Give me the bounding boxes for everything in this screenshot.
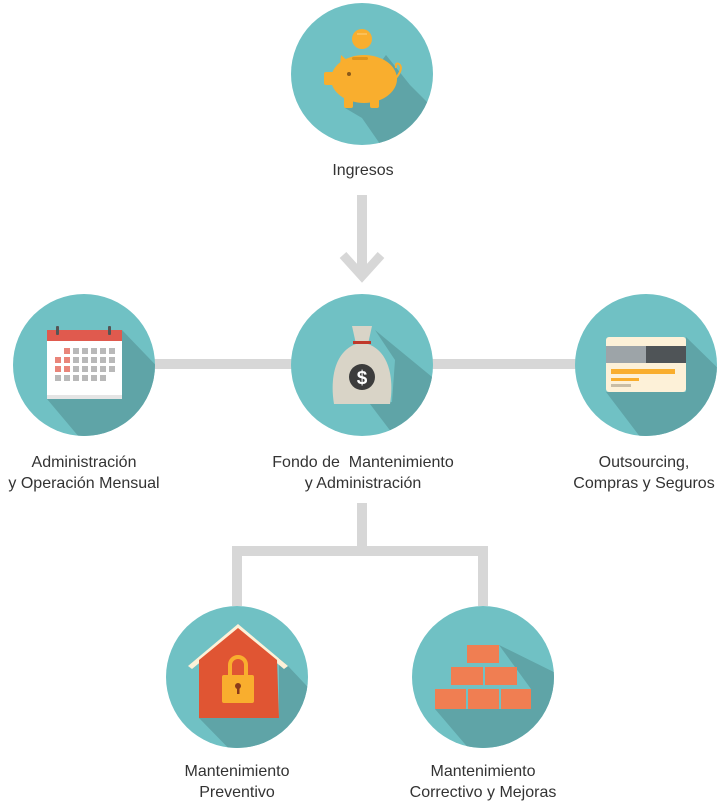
calendar-day-cell (91, 375, 97, 381)
bricks-icon (435, 645, 531, 709)
credit-card-icon (606, 337, 686, 392)
calendar-day-cell (91, 366, 97, 372)
node-ingresos (291, 3, 433, 145)
calendar-day-cell (55, 357, 61, 363)
calendar-day-cell (55, 375, 61, 381)
calendar-day-cell (73, 366, 79, 372)
label-correctivo-line-2: Correctivo y Mejoras (409, 784, 557, 801)
node-fondo: $ (291, 294, 433, 436)
label-outsourcing-line-2: Compras y Seguros (573, 475, 715, 492)
calendar-day-cell (109, 366, 115, 372)
label-preventivo: Mantenimiento Preventivo (185, 761, 290, 803)
long-shadow (370, 330, 433, 436)
calendar-day-cell (73, 357, 79, 363)
arrow-head-down (339, 251, 385, 283)
calendar-day-cell (82, 366, 88, 372)
label-administracion-line-2: y Operación Mensual (8, 475, 160, 492)
calendar-day-cell (82, 348, 88, 354)
calendar-day-cell (73, 348, 79, 354)
label-outsourcing: Outsourcing, Compras y Seguros (573, 452, 714, 494)
connectors (154, 195, 576, 606)
label-correctivo-line-1: Mantenimiento (430, 763, 536, 780)
calendar-day-cell (55, 366, 61, 372)
calendar-day-cell (82, 357, 88, 363)
calendar-day-cell (64, 357, 70, 363)
label-preventivo-line-2: Preventivo (199, 784, 275, 801)
label-fondo-line-1: Fondo de Mantenimiento (272, 454, 454, 471)
connector-branch (232, 546, 488, 606)
node-correctivo (412, 606, 554, 748)
calendar-day-cell (64, 348, 70, 354)
piggy-bank-icon (324, 29, 402, 108)
calendar-day-cell (109, 348, 115, 354)
calendar-day-cell (100, 348, 106, 354)
label-fondo: Fondo de Mantenimiento y Administración (272, 452, 453, 494)
calendar-day-cell (109, 357, 115, 363)
calendar-day-cell (64, 375, 70, 381)
node-preventivo (166, 606, 308, 748)
label-fondo-line-2: y Administración (304, 475, 422, 492)
money-symbol: $ (357, 368, 368, 389)
label-ingresos: Ingresos (332, 160, 393, 181)
calendar-day-cell (73, 375, 79, 381)
calendar-day-cell (64, 366, 70, 372)
calendar-day-cell (91, 348, 97, 354)
calendar-day-cell (91, 357, 97, 363)
house-lock-icon (188, 624, 288, 718)
long-shadow (435, 645, 554, 748)
label-outsourcing-line-1: Outsourcing, (598, 454, 690, 471)
calendar-day-cell (100, 375, 106, 381)
label-preventivo-line-1: Mantenimiento (184, 763, 290, 780)
node-administracion (13, 294, 155, 436)
label-ingresos-line-1: Ingresos (332, 162, 394, 179)
label-correctivo: Mantenimiento Correctivo y Mejoras (410, 761, 557, 803)
calendar-day-cell (100, 366, 106, 372)
node-outsourcing (575, 294, 717, 436)
label-administracion-line-1: Administración (31, 454, 137, 471)
calendar-day-cell (100, 357, 106, 363)
money-bag-icon: $ (332, 326, 392, 404)
calendar-icon (47, 326, 122, 399)
label-administracion: Administración y Operación Mensual (8, 452, 159, 494)
calendar-day-cell (82, 375, 88, 381)
